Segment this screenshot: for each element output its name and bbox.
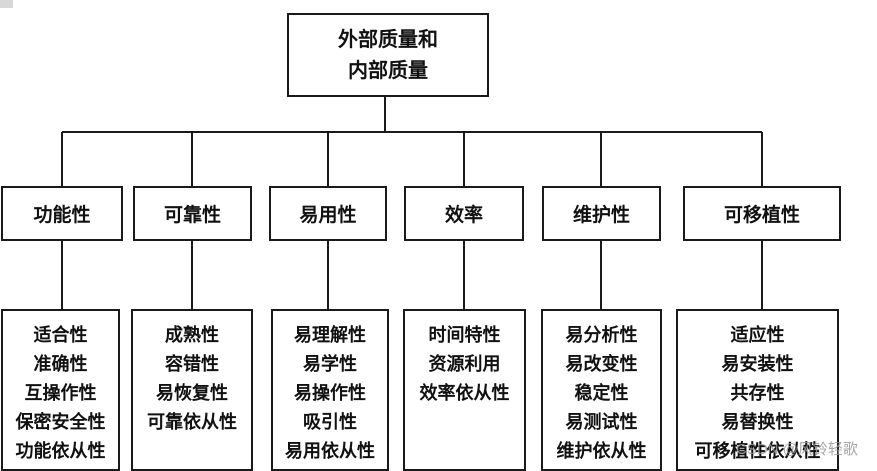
detail-item: 易理解性 <box>294 325 366 346</box>
detail-maintainability: 易分析性 易改变性 稳定性 易测试性 维护依从性 <box>541 309 662 471</box>
detail-item: 易测试性 <box>565 412 638 433</box>
category-portability: 可移植性 <box>683 186 841 241</box>
root-line-1: 外部质量和 <box>338 27 438 51</box>
detail-item: 易分析性 <box>565 325 638 346</box>
detail-item: 易操作性 <box>294 383 366 404</box>
detail-item: 易替换性 <box>721 412 794 433</box>
category-usability: 易用性 <box>269 186 387 241</box>
detail-item: 资源利用 <box>428 354 501 375</box>
detail-item: 稳定性 <box>574 383 629 404</box>
category-functionality: 功能性 <box>1 186 123 241</box>
detail-usability: 易理解性 易学性 易操作性 吸引性 易用依从性 <box>271 309 389 471</box>
detail-item: 效率依从性 <box>419 383 510 404</box>
detail-item: 可靠依从性 <box>147 412 237 433</box>
detail-efficiency: 时间特性 资源利用 效率依从性 <box>403 309 526 471</box>
detail-item: 易改变性 <box>565 354 638 375</box>
root-box: 外部质量和 内部质量 <box>287 13 489 97</box>
category-maintainability: 维护性 <box>542 186 661 241</box>
detail-item: 共存性 <box>730 383 785 404</box>
watermark: CSDN @风铃轻歌 <box>736 441 858 458</box>
detail-item: 适应性 <box>730 325 785 346</box>
detail-item: 易恢复性 <box>156 383 228 404</box>
detail-functionality: 适合性 准确性 互操作性 保密安全性 功能依从性 <box>1 309 120 471</box>
detail-item: 准确性 <box>33 354 88 375</box>
detail-item: 保密安全性 <box>15 412 106 433</box>
detail-item: 可移植性依从性 <box>694 441 821 462</box>
detail-item: 易用依从性 <box>285 441 375 462</box>
detail-item: 适合性 <box>33 325 88 346</box>
detail-reliability: 成熟性 容错性 易恢复性 可靠依从性 <box>131 309 253 471</box>
detail-item: 维护依从性 <box>556 441 647 462</box>
corner-mark <box>0 0 13 8</box>
detail-item: 容错性 <box>165 354 219 375</box>
detail-item: 易学性 <box>303 354 357 375</box>
detail-item: 成熟性 <box>165 325 219 346</box>
detail-item: 时间特性 <box>428 325 501 346</box>
detail-item: 吸引性 <box>303 412 357 433</box>
category-efficiency: 效率 <box>404 186 524 241</box>
detail-item: 易安装性 <box>721 354 794 375</box>
detail-item: 互操作性 <box>24 383 97 404</box>
detail-item: 功能依从性 <box>15 441 106 462</box>
root-line-2: 内部质量 <box>348 58 428 82</box>
detail-portability: 适应性 易安装性 共存性 易替换性 可移植性依从性 <box>676 309 839 471</box>
category-reliability: 可靠性 <box>133 186 252 241</box>
